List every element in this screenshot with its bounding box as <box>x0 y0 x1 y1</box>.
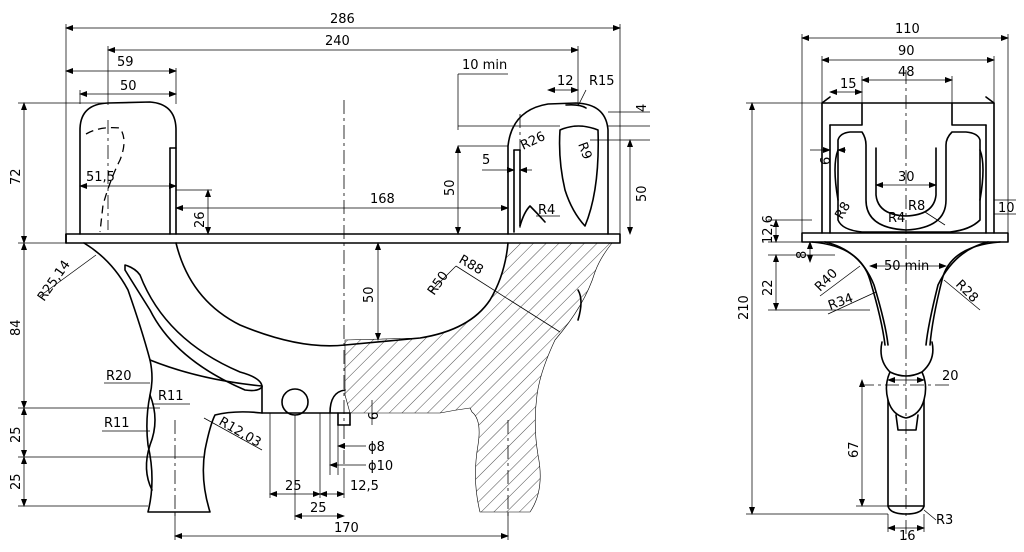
dim-51-5: 51,5 <box>86 170 115 185</box>
dim-170: 170 <box>334 521 359 536</box>
top-plate <box>65 233 621 244</box>
dim-r9: R9 <box>574 140 594 161</box>
left-leg-wave <box>145 394 156 491</box>
dim-r88: R88 <box>456 252 486 278</box>
dim-r20: R20 <box>106 369 132 384</box>
dim-48: 48 <box>898 65 915 80</box>
dim-16: 16 <box>899 529 916 544</box>
dim-r8-right: R8 <box>908 199 925 214</box>
front-dimensions: 286 240 59 50 10 min 12 R15 4 R26 R9 5 5… <box>9 12 650 540</box>
side-boss <box>885 371 927 419</box>
dim-6: 6 <box>367 412 382 420</box>
dim-r15: R15 <box>589 74 615 89</box>
side-fork-inner <box>837 131 981 233</box>
dim-90: 90 <box>898 44 915 59</box>
dim-50-right: 50 <box>635 185 650 202</box>
dim-84: 84 <box>9 319 24 336</box>
dim-22: 22 <box>761 279 776 296</box>
dim-phi8: ϕ8 <box>368 440 385 455</box>
dim-30: 30 <box>898 170 915 185</box>
left-fork <box>79 101 177 235</box>
dim-12: 12 <box>557 74 574 89</box>
dim-240: 240 <box>325 34 350 49</box>
dim-r25-14: R25,14 <box>35 258 74 304</box>
hole-left <box>281 388 309 416</box>
dim-26: 26 <box>193 211 208 228</box>
right-fork-slot <box>519 125 600 227</box>
boss-right <box>577 289 582 321</box>
dim-25-left-upper: 25 <box>9 426 24 443</box>
dim-12-5: 12,5 <box>350 479 379 494</box>
dim-72: 72 <box>9 168 24 185</box>
dim-25-bottom: 25 <box>310 501 327 516</box>
side-top-plate <box>801 232 1009 243</box>
dim-r12-03: R12,03 <box>216 414 264 450</box>
dim-110: 110 <box>895 22 920 37</box>
dim-20: 20 <box>942 369 959 384</box>
dim-r28: R28 <box>952 277 981 306</box>
dim-25-hole: 25 <box>285 479 302 494</box>
dim-12-6: 12,6 <box>761 215 776 244</box>
dim-286: 286 <box>330 12 355 27</box>
dim-r11-upper: R11 <box>158 389 184 404</box>
body-inner-arc <box>175 242 509 347</box>
right-fork <box>507 102 609 235</box>
side-view <box>801 70 1009 540</box>
dim-5: 5 <box>482 153 490 168</box>
side-fork-frame <box>821 102 995 234</box>
dim-8: 8 <box>795 251 810 259</box>
dim-50-mid: 50 <box>443 179 458 196</box>
dim-10: 10 <box>998 201 1015 216</box>
dim-4: 4 <box>635 104 650 112</box>
dim-6-side: 6 <box>819 157 834 165</box>
side-dimensions: 110 90 15 48 6 30 R8 R4 R8 10 12,6 8 22 <box>737 22 1016 544</box>
dim-10min: 10 min <box>462 58 507 73</box>
dim-50-min: 50 min <box>884 259 929 274</box>
dim-r11-lower: R11 <box>104 416 130 431</box>
dim-r4-side: R4 <box>888 211 905 226</box>
dim-r40: R40 <box>812 266 841 295</box>
dim-50-top: 50 <box>120 79 137 94</box>
dim-15: 15 <box>840 77 857 92</box>
dim-59: 59 <box>117 55 134 70</box>
dim-r4: R4 <box>538 203 555 218</box>
dim-r3: R3 <box>936 513 953 528</box>
front-view <box>65 100 621 520</box>
dim-67: 67 <box>847 441 862 458</box>
dim-25-left-lower: 25 <box>9 473 24 490</box>
dim-r26: R26 <box>518 129 548 153</box>
dim-r8-left: R8 <box>832 200 854 222</box>
dim-210: 210 <box>737 295 752 320</box>
dim-phi10: ϕ10 <box>368 459 393 474</box>
dim-50-body: 50 <box>362 286 377 303</box>
dim-168: 168 <box>370 192 395 207</box>
body-outline-left <box>83 242 351 513</box>
